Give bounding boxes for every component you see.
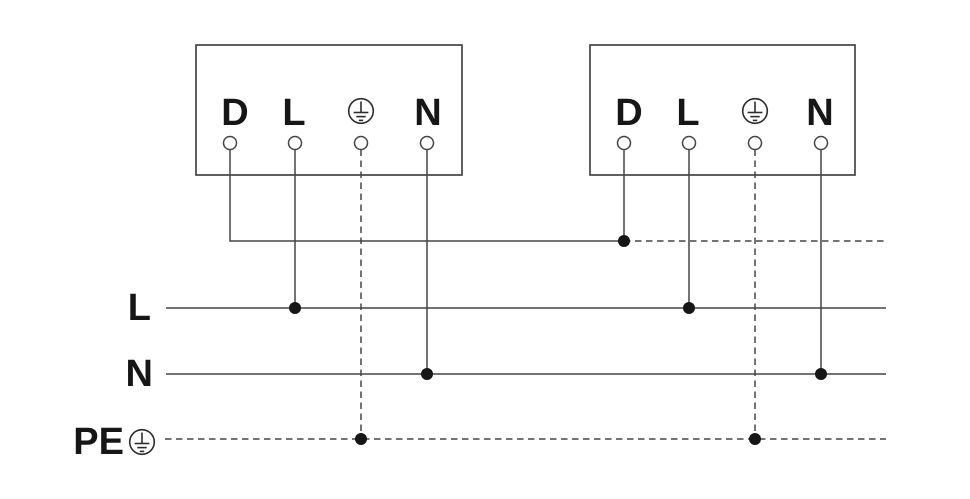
protective-earth-icon [128, 428, 156, 456]
device-2-terminal-label-d: D [615, 92, 642, 134]
device-2-outline [589, 44, 856, 176]
device-2-terminal-earth [747, 135, 763, 151]
device-1-terminal-label-l: L [282, 92, 305, 134]
junction-dot-device-1-n [421, 368, 433, 380]
device-1-terminal-n [419, 135, 435, 151]
protective-earth-icon [741, 97, 769, 125]
junction-dot-device-2-n [815, 368, 827, 380]
n-bus-label: N [126, 353, 153, 395]
junction-dot-device-2-l [683, 302, 695, 314]
device-2-terminal-label-n: N [806, 92, 833, 134]
device-1-d-wire [229, 149, 624, 242]
device-2-terminal-l [681, 135, 697, 151]
bus-lines [165, 307, 886, 440]
device-1: D L N [195, 44, 463, 176]
l-bus-label: L [128, 287, 151, 329]
device-2: D L N [589, 44, 856, 176]
junction-dots [289, 235, 827, 445]
junction-dot-device-1-l [289, 302, 301, 314]
device-2-terminal-n [813, 135, 829, 151]
junction-dot-device-1-pe [355, 433, 367, 445]
junction-dot-device-2-pe [749, 433, 761, 445]
device-1-terminal-earth [353, 135, 369, 151]
junction-dot-d-link [618, 235, 630, 247]
device-2-wires [623, 149, 822, 439]
pe-bus-label: PE [73, 421, 124, 463]
protective-earth-icon [347, 97, 375, 125]
bus-labels: L N PE [73, 287, 156, 463]
device-1-terminal-label-d: D [221, 92, 248, 134]
device-1-terminal-d [222, 135, 238, 151]
device-1-terminal-l [287, 135, 303, 151]
device-2-terminal-label-l: L [676, 92, 699, 134]
device-1-outline [195, 44, 463, 176]
device-1-wires [229, 149, 624, 439]
device-2-terminal-d [616, 135, 632, 151]
device-1-terminal-label-n: N [414, 92, 441, 134]
